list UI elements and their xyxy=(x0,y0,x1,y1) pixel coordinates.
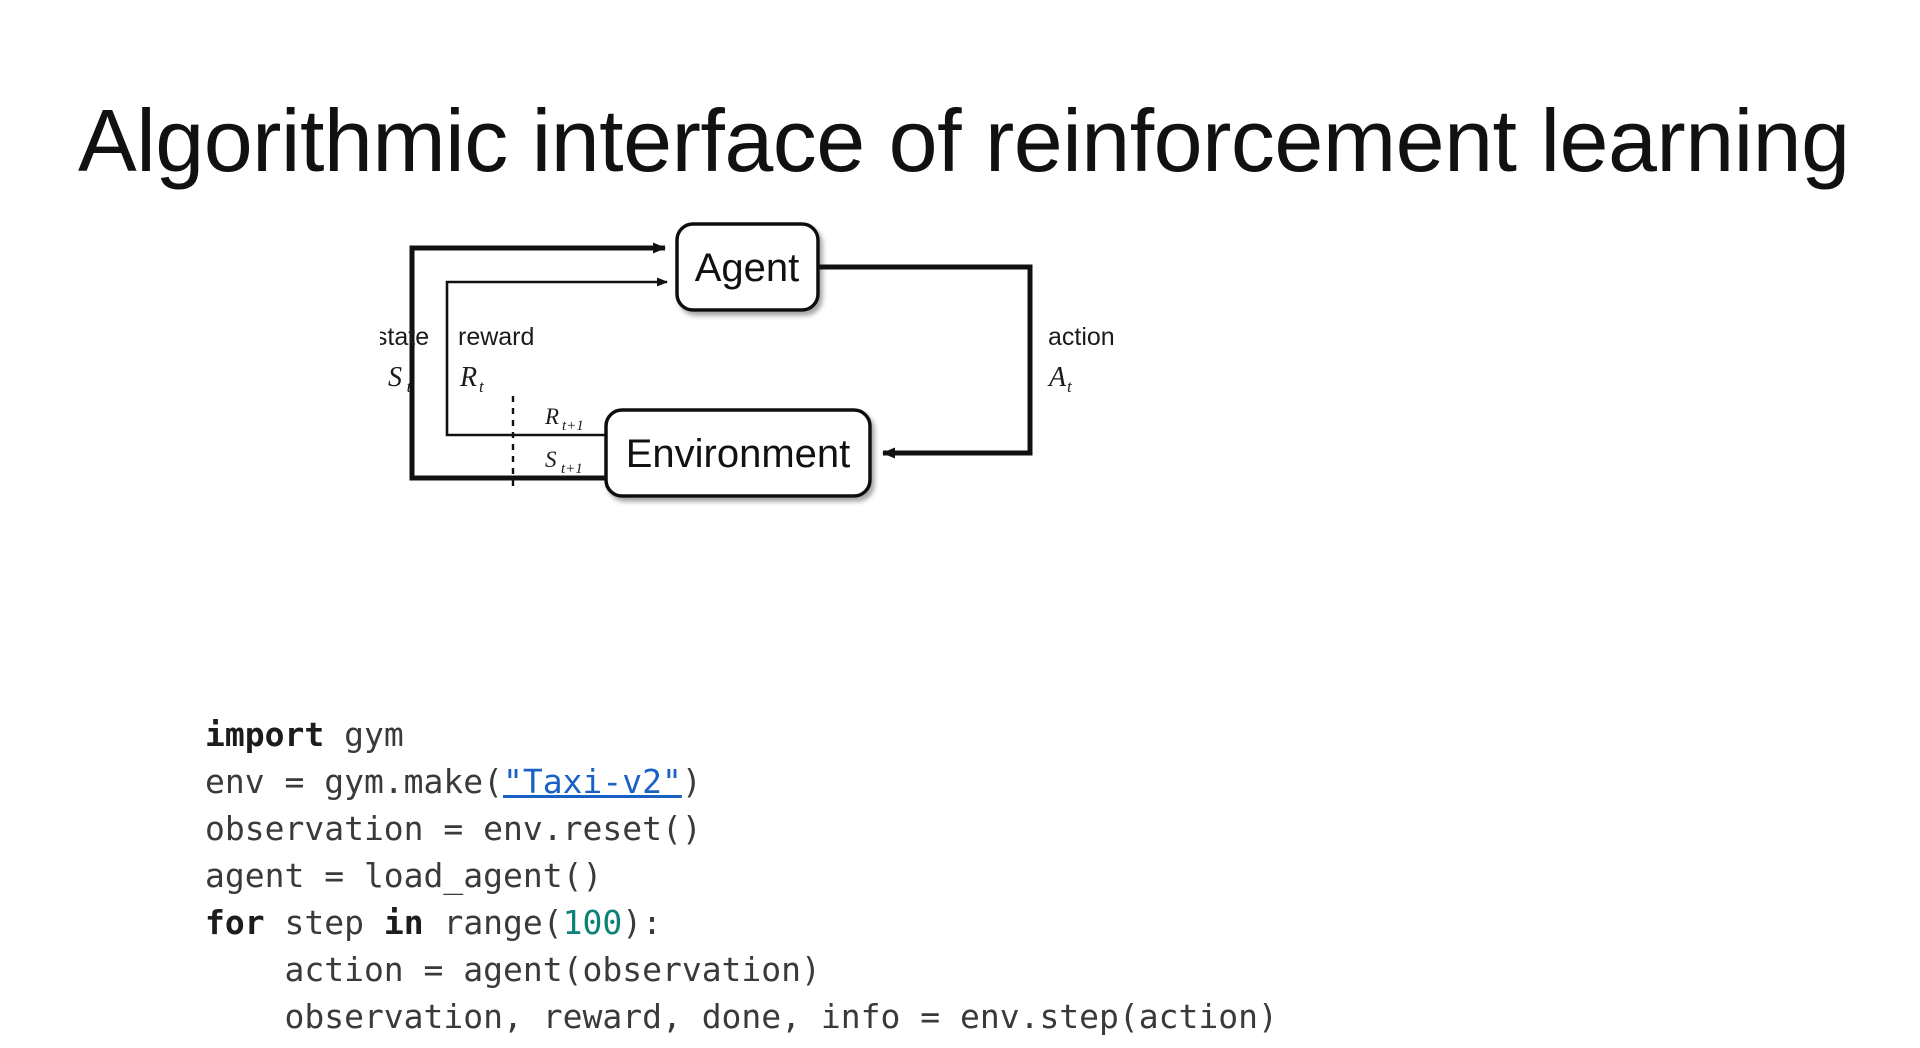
page-title: Algorithmic interface of reinforcement l… xyxy=(78,90,1850,190)
code-line: agent = load_agent() xyxy=(205,852,1278,899)
environment-box xyxy=(604,408,872,498)
code-token: range( xyxy=(423,903,563,942)
code-token: observation, reward, done, info = env.st… xyxy=(205,997,1278,1036)
code-token: action = agent(observation) xyxy=(205,950,821,989)
code-token: observation = env.reset() xyxy=(205,809,702,848)
action-symbol: A xyxy=(1047,362,1067,393)
reward-label-group: reward R t xyxy=(458,323,534,396)
code-token: 100 xyxy=(562,903,623,942)
code-token: ) xyxy=(681,762,702,801)
state-symbol: S xyxy=(388,362,402,393)
code-token: in xyxy=(383,903,424,942)
code-token: agent = load_agent() xyxy=(205,856,603,895)
edge-state xyxy=(409,242,666,481)
code-token: step xyxy=(264,903,384,942)
code-token: import xyxy=(205,715,325,754)
code-token: ): xyxy=(622,903,663,942)
reward-symbol: R xyxy=(459,362,477,393)
edge-action xyxy=(818,264,1033,459)
agent-label: Agent xyxy=(695,246,800,290)
reward-next-symbol-subscript: t+1 xyxy=(562,418,584,434)
agent-node: Agent xyxy=(675,222,820,312)
code-line: observation = env.reset() xyxy=(205,805,1278,852)
action-label-group: action A t xyxy=(1047,323,1115,396)
code-line: for step in range(100): xyxy=(205,899,1278,946)
state-symbol-subscript: t xyxy=(407,377,413,396)
action-label: action xyxy=(1048,323,1115,351)
code-line: import gym xyxy=(205,711,1278,758)
code-line: observation, reward, done, info = env.st… xyxy=(205,993,1278,1040)
reward-next-symbol: R xyxy=(544,404,559,429)
code-line: action = agent(observation) xyxy=(205,946,1278,993)
environment-label: Environment xyxy=(626,432,851,476)
state-next-symbol: S xyxy=(545,447,557,472)
reward-symbol-subscript: t xyxy=(479,377,485,396)
rl-loop-diagram: Agent Environment state S t reward xyxy=(380,200,1180,540)
environment-node: Environment xyxy=(604,408,872,498)
code-line: env = gym.make("Taxi-v2") xyxy=(205,758,1278,805)
code-env-id-link[interactable]: "Taxi-v2" xyxy=(503,762,682,801)
code-token: env = gym.make( xyxy=(205,762,504,801)
reward-label: reward xyxy=(458,323,534,351)
reward-next-label-group: R t+1 xyxy=(544,404,584,434)
state-label: state xyxy=(380,323,429,351)
action-symbol-subscript: t xyxy=(1067,377,1073,396)
code-token: for xyxy=(205,903,265,942)
state-next-label-group: S t+1 xyxy=(545,447,583,477)
code-token: gym xyxy=(324,715,404,754)
state-label-group: state S t xyxy=(380,323,429,396)
edge-reward xyxy=(445,277,668,437)
state-next-symbol-subscript: t+1 xyxy=(561,461,583,477)
